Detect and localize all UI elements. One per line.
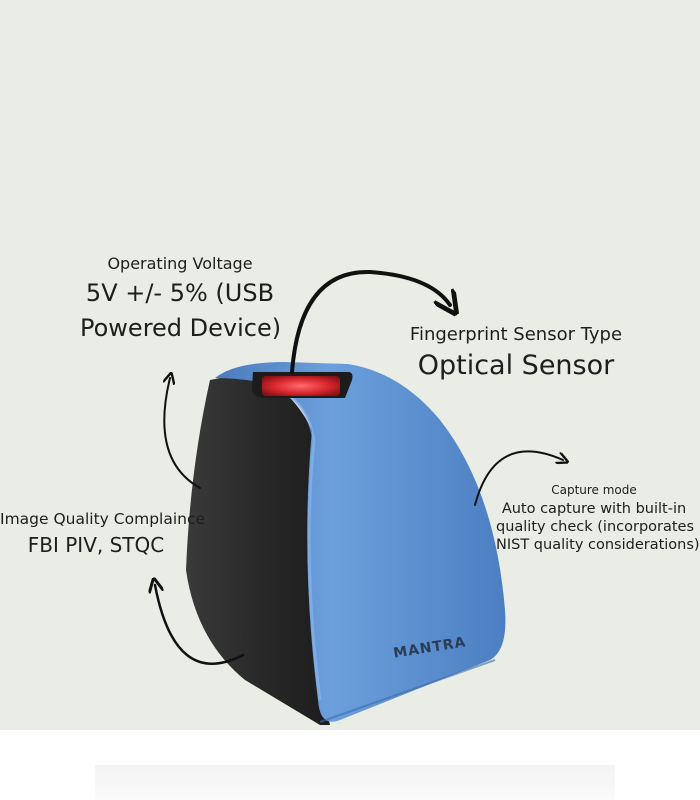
capture-line-3: NIST quality considerations) (496, 536, 700, 553)
sensor-title: Fingerprint Sensor Type (409, 324, 623, 345)
voltage-title: Operating Voltage (107, 254, 253, 273)
voltage-annotation: Operating Voltage 5V +/- 5% (USB Powered… (80, 254, 282, 343)
quality-value: FBI PIV, STQC (27, 532, 165, 557)
lower-shadow-strip (95, 765, 615, 800)
capture-annotation: Capture mode Auto capture with built-in … (496, 483, 700, 554)
capture-line-1: Auto capture with built-in (501, 501, 687, 518)
quality-annotation: Image Quality Complaince FBI PIV, STQC (0, 510, 206, 557)
voltage-line-2: Powered Device) (80, 313, 282, 342)
arrow-top (290, 269, 450, 374)
voltage-line-1: 5V +/- 5% (USB (85, 279, 275, 308)
sensor-red-glass (262, 376, 340, 396)
product-scene: MANTRA Operating Voltage 5V +/- 5% (USB … (0, 0, 700, 730)
capture-title: Capture mode (551, 483, 637, 497)
sensor-value: Optical Sensor (417, 349, 615, 381)
sensor-annotation: Fingerprint Sensor Type Optical Sensor (400, 324, 632, 382)
device-dark-side (186, 372, 330, 725)
device-illustration (0, 269, 700, 725)
device-blue-body (215, 362, 506, 722)
arrow-left-upper (164, 378, 201, 489)
quality-title: Image Quality Complaince (0, 510, 206, 528)
capture-line-2: quality check (incorporates (496, 519, 695, 536)
arrow-right (474, 450, 563, 506)
arrow-left-lower (155, 585, 245, 665)
